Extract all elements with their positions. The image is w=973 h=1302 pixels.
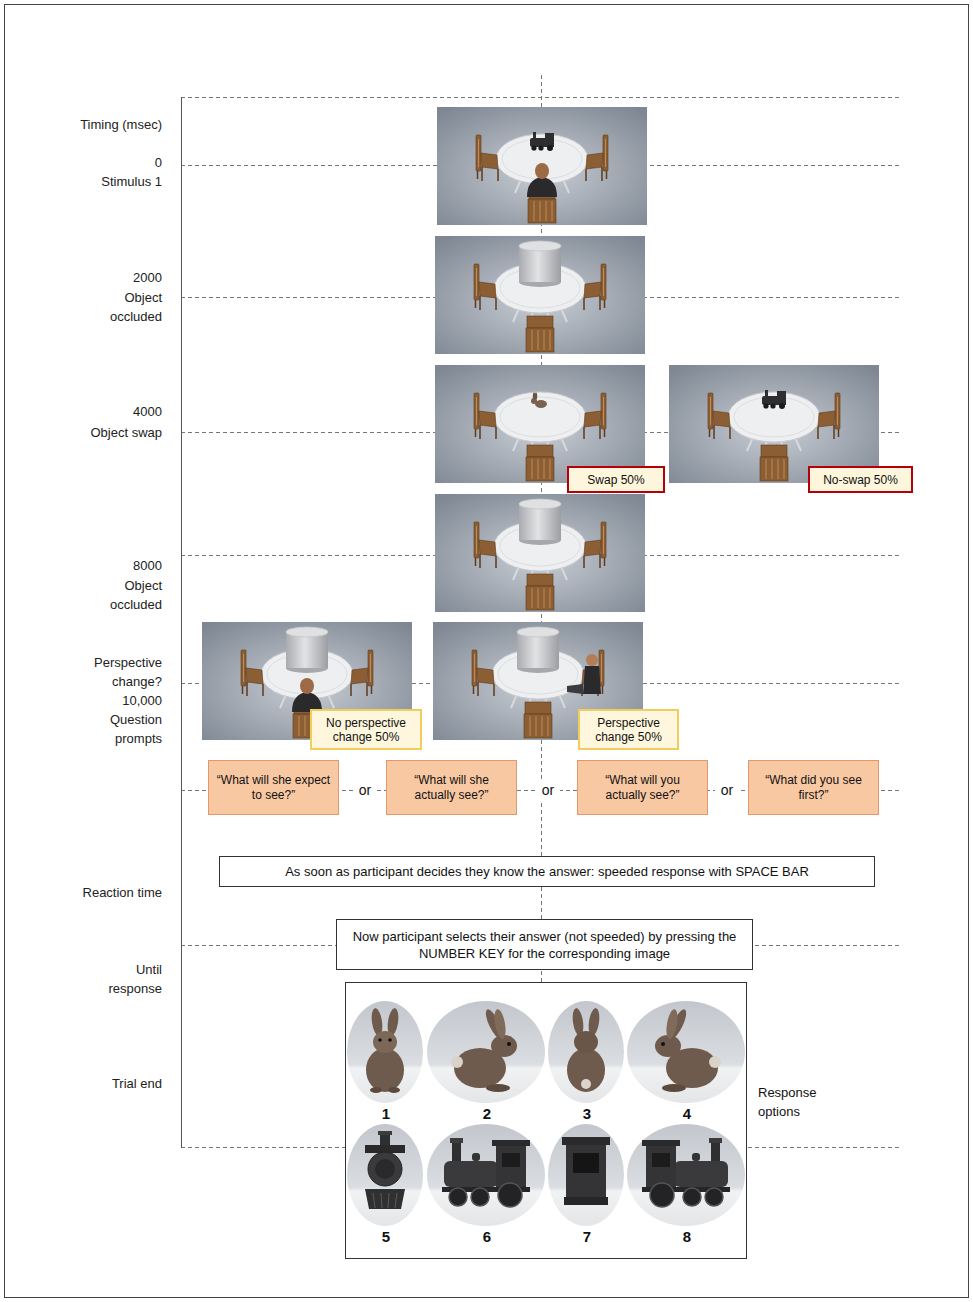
timeline-label: Until response	[98, 960, 162, 998]
tag-text: No-swap 50%	[823, 473, 898, 487]
timeline-label: Object occluded	[98, 288, 162, 326]
timeline-label: Reaction time	[52, 883, 162, 902]
tag-text: Swap 50%	[587, 473, 644, 487]
timeline-label: 0	[122, 153, 162, 172]
condition-tag: No-swap 50%	[808, 466, 913, 493]
timeline-label: Perspective change?	[82, 653, 162, 691]
instruction-text: Now participant selects their answer (no…	[347, 928, 742, 962]
tag-text: Perspective change 50%	[584, 716, 673, 744]
prompt-text: “What will you actually see?”	[584, 773, 701, 803]
response-panel: 12345678Response options	[345, 982, 747, 1259]
timeline-label: Stimulus 1	[62, 172, 162, 191]
timeline-label: Object occluded	[98, 576, 162, 614]
timeline-label: Timing (msec)	[62, 115, 162, 134]
panel-label: Response options	[758, 1083, 830, 1121]
response-panel-ground	[345, 982, 747, 1259]
prompt-text: “What will she actually see?”	[393, 773, 510, 803]
option-number: 6	[472, 1228, 502, 1246]
timeline-label: 4000	[112, 402, 162, 421]
instruction-text: As soon as participant decides they know…	[285, 863, 809, 880]
option-number: 3	[572, 1105, 602, 1123]
figure-frame	[5, 5, 969, 1298]
or-label: or	[353, 780, 377, 800]
option-number: 8	[672, 1228, 702, 1246]
or-label: or	[715, 780, 739, 800]
option-number: 2	[472, 1105, 502, 1123]
timeline-label: Object swap	[62, 423, 162, 442]
instruction-box: As soon as participant decides they know…	[219, 856, 875, 887]
scene-occluded	[435, 494, 645, 612]
scene-stimulus	[437, 107, 647, 225]
tag-text: No perspective change 50%	[316, 716, 416, 744]
prompt-text: “What will she expect to see?”	[215, 773, 332, 803]
question-prompt: “What did you see first?”	[748, 760, 879, 815]
question-prompt: “What will you actually see?”	[577, 760, 708, 815]
response-images	[347, 1001, 745, 1226]
timeline-label: 10,000	[102, 691, 162, 710]
timeline-label: Question prompts	[98, 710, 162, 748]
option-number: 4	[672, 1105, 702, 1123]
option-number: 1	[371, 1105, 401, 1123]
or-label: or	[536, 780, 560, 800]
prompt-text: “What did you see first?”	[755, 773, 872, 803]
timeline-label: 8000	[112, 556, 162, 575]
instruction-box: Now participant selects their answer (no…	[336, 919, 753, 970]
question-prompt: “What will she expect to see?”	[208, 760, 339, 815]
timeline-label: 2000	[112, 268, 162, 287]
timeline-label: Trial end	[62, 1074, 162, 1093]
condition-tag: Swap 50%	[567, 466, 665, 493]
option-number: 5	[371, 1228, 401, 1246]
scene-occluded	[435, 236, 645, 354]
question-prompt: “What will she actually see?”	[386, 760, 517, 815]
option-number: 7	[572, 1228, 602, 1246]
condition-tag: No perspective change 50%	[310, 709, 422, 750]
condition-tag: Perspective change 50%	[578, 709, 679, 750]
timeline-axis	[181, 97, 182, 1148]
